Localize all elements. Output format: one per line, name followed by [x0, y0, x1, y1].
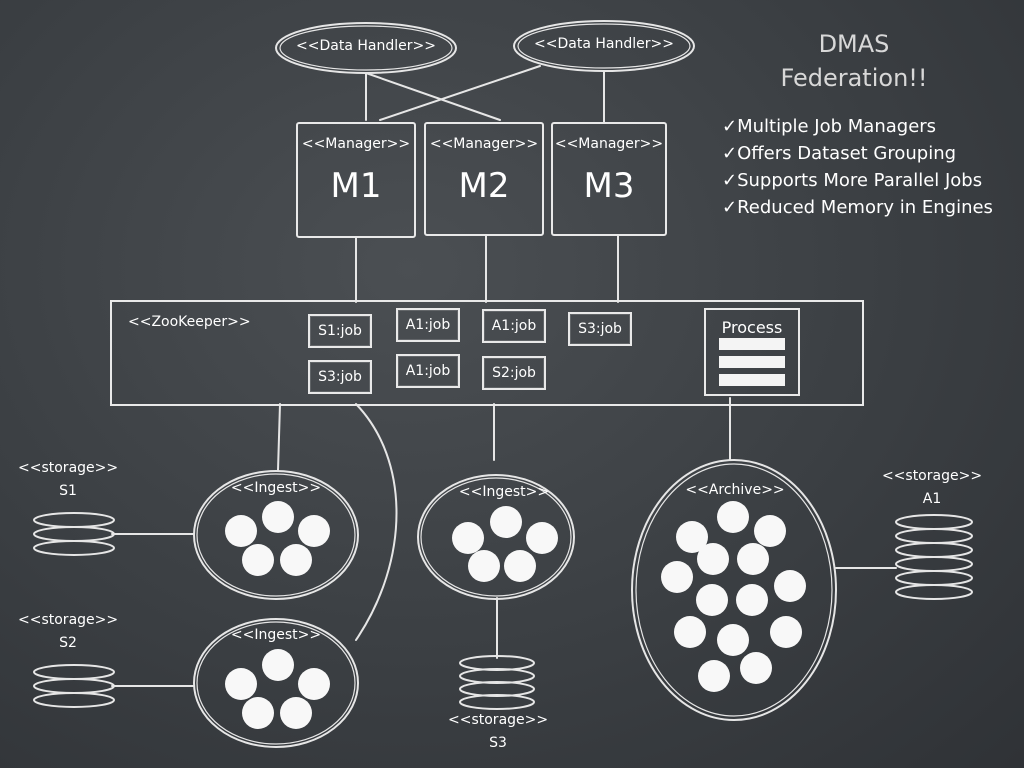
process-bar — [719, 338, 785, 350]
zk-job: A1:job — [396, 354, 460, 388]
storage-stereotype-s3: <<storage>> — [448, 712, 549, 728]
manager-name-m1: M1 — [330, 166, 382, 206]
storage-name-a1: A1 — [922, 491, 942, 507]
archive-label: <<Archive>> — [685, 482, 785, 498]
storage-stereotype-s1: <<storage>> — [18, 460, 119, 476]
manager-name-m3: M3 — [583, 166, 635, 206]
feature-item: ✓Multiple Job Managers — [722, 116, 937, 137]
ingest-1-workers — [225, 501, 330, 576]
storage-stereotype-a1: <<storage>> — [881, 468, 983, 484]
zk-job: S1:job — [308, 314, 372, 348]
data-handler-label-2: <<Data Handler>> — [534, 36, 674, 52]
ingest-label-2: <<Ingest>> — [230, 627, 322, 643]
ingest-2-workers — [225, 649, 330, 729]
process-box: Process — [704, 308, 800, 396]
storage-stack-s3 — [459, 655, 535, 710]
zk-job: S3:job — [568, 312, 632, 346]
zk-job: S2:job — [482, 356, 546, 390]
manager-stereotype-m3: <<Manager>> — [554, 136, 664, 152]
manager-stereotype-m2: <<Manager>> — [429, 136, 539, 152]
ingest-label-3: <<Ingest>> — [458, 484, 550, 500]
data-handler-label-1: <<Data Handler>> — [296, 38, 436, 54]
storage-stack-a1 — [895, 514, 973, 600]
feature-item: ✓Reduced Memory in Engines — [722, 197, 993, 218]
zk-job: A1:job — [482, 309, 546, 343]
archive-workers — [661, 501, 806, 692]
ingest-ellipse-2 — [193, 618, 359, 748]
manager-box-m1: <<Manager>> M1 — [296, 122, 416, 238]
diagram-title-line2: Federation!! — [780, 64, 928, 92]
zookeeper-label: <<ZooKeeper>> — [128, 314, 251, 330]
storage-stack-s1 — [33, 512, 115, 556]
storage-name-s3: S3 — [489, 735, 507, 751]
zk-job: S3:job — [308, 360, 372, 394]
process-bar — [719, 356, 785, 368]
feature-item: ✓Offers Dataset Grouping — [722, 143, 957, 164]
manager-box-m2: <<Manager>> M2 — [424, 122, 544, 236]
manager-stereotype-m1: <<Manager>> — [301, 136, 411, 152]
process-label: Process — [721, 318, 783, 337]
manager-box-m3: <<Manager>> M3 — [551, 122, 667, 236]
storage-name-s1: S1 — [59, 483, 77, 499]
feature-item: ✓Supports More Parallel Jobs — [722, 170, 983, 191]
ingest-label-1: <<Ingest>> — [230, 480, 322, 496]
diagram-title-line1: DMAS — [818, 30, 890, 58]
storage-stereotype-s2: <<storage>> — [18, 612, 119, 628]
archive-ellipse — [631, 459, 837, 721]
manager-name-m2: M2 — [458, 166, 510, 206]
ingest-3-workers — [452, 506, 558, 582]
process-bar — [719, 374, 785, 386]
storage-name-s2: S2 — [59, 635, 77, 651]
zk-job: A1:job — [396, 308, 460, 342]
storage-stack-s2 — [33, 664, 115, 708]
zookeeper-box: <<ZooKeeper>> — [110, 300, 864, 406]
